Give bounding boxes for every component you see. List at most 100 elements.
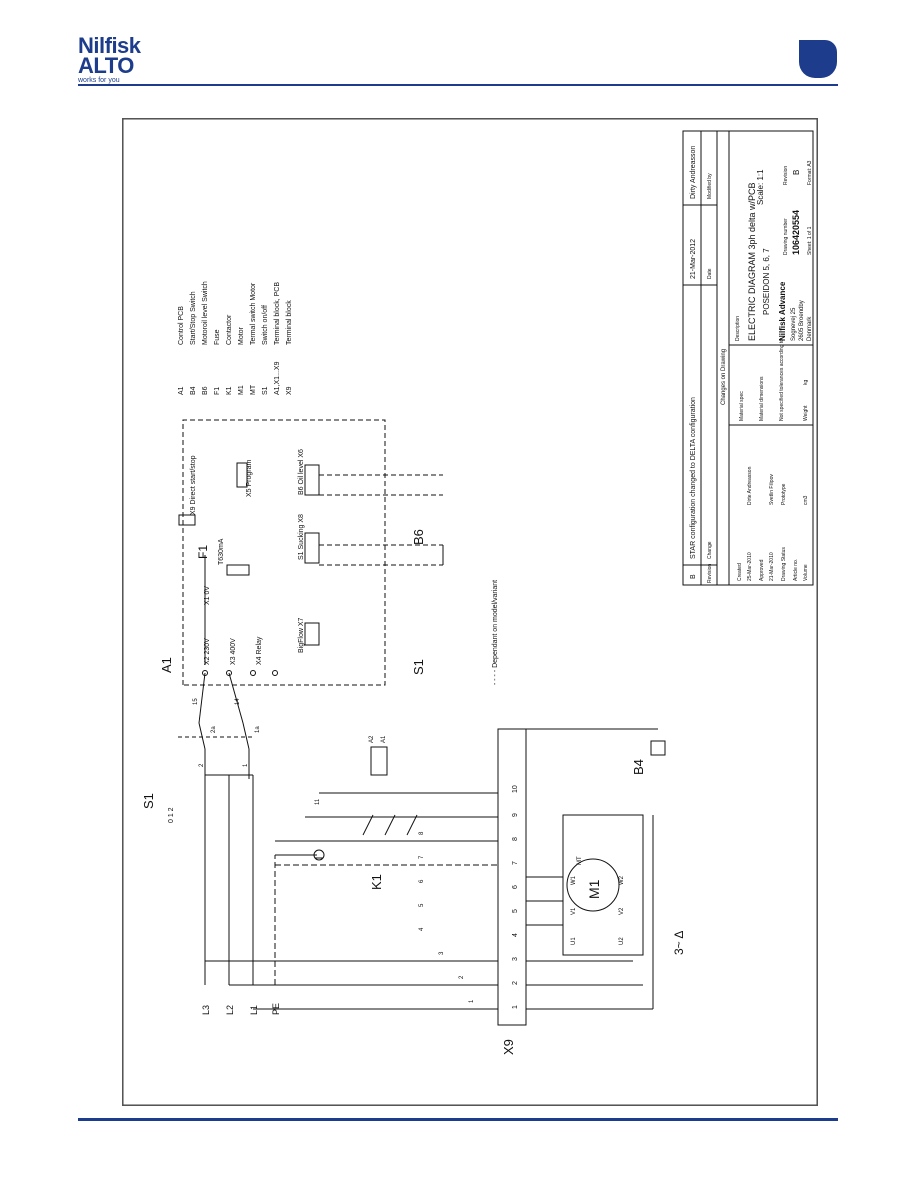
- terminal-x2: X2 230V: [204, 638, 211, 665]
- b6-label: B6: [411, 529, 426, 545]
- b4-label: B4: [631, 759, 646, 775]
- description: ELECTRIC DIAGRAM 3ph delta w/PCB: [747, 182, 757, 341]
- legend-desc-1: Start/Stop Switch: [190, 291, 197, 345]
- tb-10: 10: [512, 785, 519, 793]
- connection-note: 3~ Δ: [672, 931, 686, 955]
- legend-code-4: K1: [226, 386, 233, 395]
- tb-8: 8: [512, 837, 519, 841]
- connector-x9: X9 Direct start/stop: [190, 455, 197, 515]
- material-dim-label: Material dimensions: [759, 376, 765, 421]
- control-board-a1: A1 X1 0V X2 230V X3 400V X4 Relay F1 T63…: [159, 419, 386, 686]
- revision-label: Revision: [783, 166, 789, 185]
- wire-5: 5: [419, 903, 425, 907]
- component-legend: A1 Control PCB B4 Start/Stop Switch B6 M…: [178, 281, 293, 395]
- s1-label: S1: [141, 793, 156, 809]
- footer-rule: [78, 1118, 838, 1121]
- drawing-sheet: L3 L2 L1 PE S1 0 1 2 2 1 2a 1a: [122, 118, 818, 1106]
- contactor-k1: K1 A2 A1: [362, 735, 418, 890]
- s1-sucking-label: S1: [411, 659, 426, 675]
- terminal-block-x9: X9 1 2 3 4 5 6 7 8 9 10: [497, 728, 527, 1055]
- supply-lines: L3 L2 L1 PE: [201, 775, 325, 1015]
- wire-15: 15: [193, 698, 199, 705]
- created-date: 25-Mar-2010: [747, 552, 753, 581]
- rev-text: STAR configuration changed to DELTA conf…: [690, 397, 697, 559]
- approved-date: 21-Mar-2010: [769, 552, 775, 581]
- m1-label: M1: [586, 879, 602, 899]
- description-label: Description: [735, 316, 741, 341]
- tb-9: 9: [512, 813, 519, 817]
- tb-7: 7: [512, 861, 519, 865]
- terminal-x1: X1 0V: [204, 586, 211, 605]
- legend-desc-2: Motoroil level Switch: [202, 281, 209, 345]
- changes-on-drawing: Changes on Drawing: [721, 349, 727, 405]
- brand-subname: ALTO: [78, 53, 134, 78]
- svg-text:1: 1: [243, 763, 249, 767]
- created-label: Created: [737, 563, 743, 581]
- rev-letter: B: [690, 574, 697, 579]
- x9-label: X9: [501, 1039, 516, 1055]
- legend-desc-9: Terminal block: [286, 300, 293, 345]
- brand-tagline: works for you: [78, 77, 120, 84]
- fuse-value: T630mA: [218, 538, 225, 565]
- shield-icon: [799, 40, 837, 78]
- col-revision: Revision: [707, 564, 713, 583]
- legend-desc-0: Control PCB: [178, 306, 185, 345]
- supply-l2: L2: [225, 1005, 235, 1015]
- model: POSEIDON 5, 6, 7: [762, 248, 771, 315]
- svg-text:1a: 1a: [255, 726, 261, 733]
- pin-w2: W2: [619, 875, 625, 885]
- legend-code-8: A1,X1...X9: [274, 361, 281, 395]
- approved-by: Svetlin Filipov: [769, 474, 775, 505]
- col-modified: Modified by: [707, 173, 713, 199]
- mt-label: MT: [577, 856, 583, 865]
- tb-4: 4: [512, 933, 519, 937]
- drawing-status: Prototype: [781, 483, 787, 505]
- pin-u2: U2: [619, 937, 625, 945]
- pin-u1: U1: [571, 937, 577, 945]
- revision-value: B: [792, 170, 801, 175]
- terminal-x3: X3 400V: [230, 638, 237, 665]
- legend-code-7: S1: [262, 386, 269, 395]
- legend-code-2: B6: [202, 386, 209, 395]
- switch-b6: B6: [319, 474, 443, 545]
- legend-code-1: B4: [190, 386, 197, 395]
- k1-coil-a2: A2: [369, 735, 375, 743]
- col-change: Change: [707, 541, 713, 559]
- legend-desc-5: Motor: [238, 326, 245, 345]
- switch-s1: S1 0 1 2 2 1 2a 1a: [141, 722, 261, 823]
- legend-desc-3: Fuse: [214, 329, 221, 345]
- svg-text:2: 2: [199, 763, 205, 767]
- tb-3: 3: [512, 957, 519, 961]
- weight-label: Weight: [803, 405, 809, 421]
- svg-text:2a: 2a: [211, 726, 217, 733]
- k1-coil-a1: A1: [381, 735, 387, 743]
- weight-unit: kg: [803, 380, 809, 386]
- sheet: Sheet: 1 of 1: [807, 226, 813, 255]
- rev-date: 21-Mar-2012: [690, 239, 697, 279]
- tb-5: 5: [512, 909, 519, 913]
- material-spec-label: Material spec: [739, 391, 745, 421]
- company: Nilfisk Advance: [778, 281, 787, 341]
- switch-b4: B4: [526, 728, 666, 775]
- electric-diagram: L3 L2 L1 PE S1 0 1 2 2 1 2a 1a: [122, 118, 818, 1106]
- wire-2: 2: [459, 975, 465, 979]
- rev-by: Dirty Andreasson: [690, 146, 697, 199]
- wire-11: 11: [315, 798, 321, 805]
- terminal-x4: X4 Relay: [256, 636, 263, 665]
- pin-v2: V2: [619, 907, 625, 915]
- connector-x8: S1 Sucking X8: [298, 514, 305, 560]
- drawing-number: 106420554: [791, 210, 801, 255]
- format: Format: A3: [807, 160, 813, 185]
- approved-label: Approved: [759, 559, 765, 581]
- pin-w1: W1: [571, 875, 577, 885]
- wire-14: 14: [235, 698, 241, 705]
- brand-name: Nilfisk: [78, 33, 141, 58]
- connector-x5: X5 Program: [246, 459, 253, 497]
- switch-s1-sucking: S1: [319, 544, 444, 675]
- drawing-number-label: Drawing number: [783, 218, 789, 255]
- wire-4: 4: [419, 927, 425, 931]
- created-by: Dirte Andreasson: [747, 466, 753, 505]
- connector-x7: BigFlow X7: [298, 617, 305, 653]
- s1-positions: 0 1 2: [168, 807, 175, 823]
- drawing-status-label: Drawing Status: [781, 547, 787, 581]
